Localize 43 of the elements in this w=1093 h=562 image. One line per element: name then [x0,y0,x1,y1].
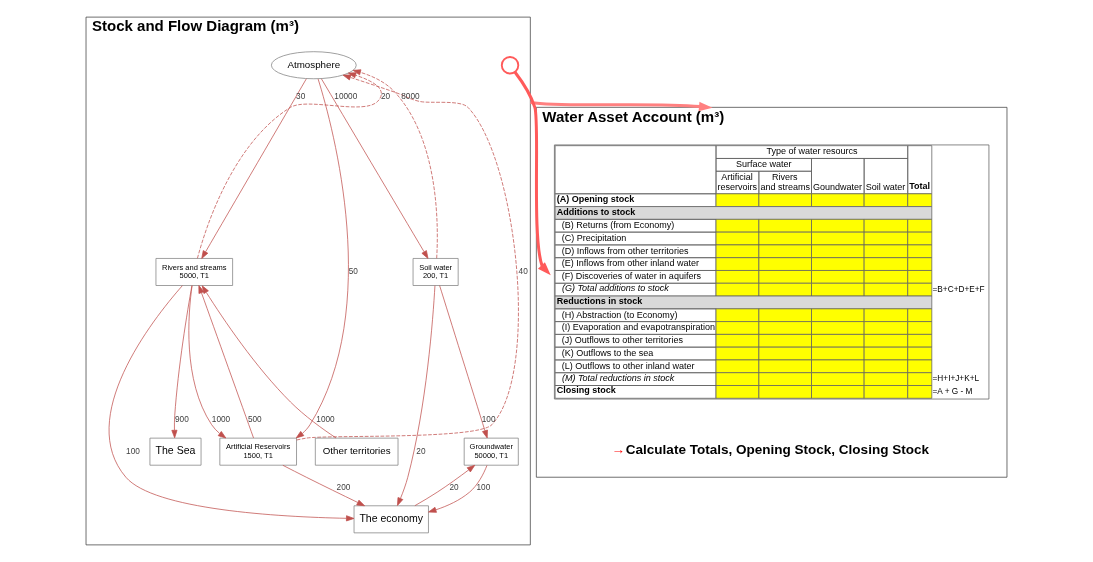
edge-label: 1000 [316,415,335,425]
label: Reductions in stock [556,296,643,307]
edge-label: 100 [481,415,496,425]
label: Soil water [865,181,906,192]
edge-label: 20 [449,482,459,492]
label: Artificial reservoirs [717,171,758,192]
label: =A + G - M [932,387,973,396]
label: (M) Total reductions in stock [561,372,675,383]
label: (E) Inflows from other inland water [561,258,699,269]
label: (J) Outflows to other territories [561,335,683,346]
label: (B) Returns (from Economy) [561,220,675,231]
label: Additions to stock [556,206,636,217]
label: (D) Inflows from other territories [561,245,689,256]
label: (G) Total additions to stock [561,283,669,294]
label: (C) Precipitation [561,232,627,243]
label: =B+C+D+E+F [932,284,985,294]
edge-label: 20 [381,91,391,101]
edge-label: 900 [174,415,189,425]
label: Closing stock [556,385,616,396]
label: Rivers and streams [760,171,810,192]
edge-label: 100 [476,482,491,492]
edge-label: 100 [126,446,140,456]
label: (H) Abstraction (to Economy) [561,309,678,320]
label: Surface water [735,159,792,170]
label: (L) Outflows to other inland water [561,360,695,371]
edge-label: 40 [518,267,528,277]
edge-label: 500 [247,415,262,425]
label: Total [909,180,931,191]
edge-label: 10000 [334,91,358,101]
label: (I) Evaporation and evapotranspiration [561,322,716,333]
edge-label: 200 [336,482,351,492]
label: Goundwater [813,181,863,192]
edge-label: 1000 [211,415,231,425]
label: →Calculate Totals, Opening Stock, Closing Stock [611,442,929,458]
edge-label: 20 [416,446,426,456]
edge-label: 8000 [401,91,420,101]
edge-label: 50 [348,267,358,277]
label: (A) Opening stock [556,193,635,204]
label: =H+I+J+K+L [932,374,980,384]
label: Type of water resourcs [766,146,858,157]
edge-label: 30 [296,91,306,101]
label: (K) Outflows to the sea [561,347,654,358]
label: (F) Discoveries of water in aquifers [561,271,701,282]
